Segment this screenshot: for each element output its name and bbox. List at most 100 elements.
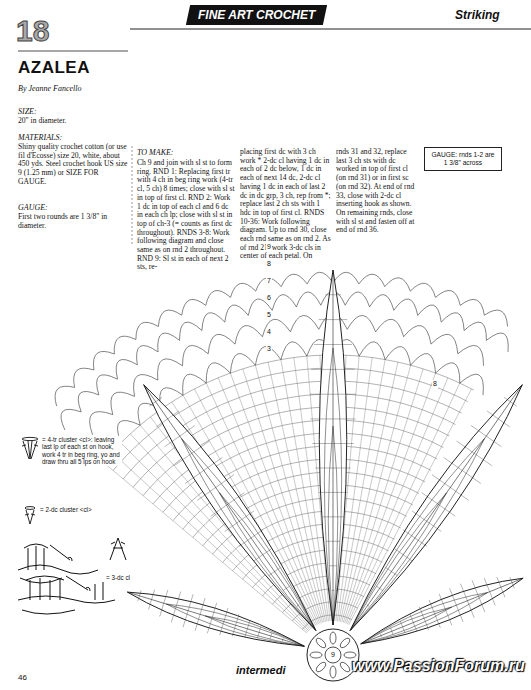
legend-text: = 4-tr cluster <cl>: leaving last lp of … bbox=[42, 436, 122, 466]
chain-loop bbox=[486, 333, 508, 352]
petal-spine bbox=[144, 385, 316, 631]
cluster-mark bbox=[310, 652, 322, 658]
petal-spine bbox=[333, 270, 334, 625]
chain-loop bbox=[345, 292, 369, 307]
round-number: 7 bbox=[266, 277, 272, 285]
chain-loop bbox=[111, 392, 135, 414]
cluster-symbol bbox=[22, 437, 38, 459]
chain-loop bbox=[307, 272, 333, 284]
chain-loop bbox=[460, 299, 484, 315]
chain-loop bbox=[90, 412, 113, 435]
round-number: 3 bbox=[266, 345, 272, 353]
chain-loop bbox=[206, 290, 231, 305]
chain-loop bbox=[385, 347, 411, 366]
chain-loop bbox=[116, 359, 137, 379]
petal bbox=[127, 592, 304, 646]
cluster-symbol bbox=[25, 507, 35, 524]
petal bbox=[361, 578, 523, 644]
chain-loop bbox=[225, 305, 249, 322]
round-number: 8 bbox=[432, 380, 438, 388]
node-text: GAUGE: rnds 1-2 are 1 3/8" across bbox=[431, 151, 494, 166]
petal-spine bbox=[361, 578, 523, 644]
cluster-mark bbox=[339, 637, 352, 650]
cluster-mark bbox=[315, 661, 328, 674]
chain-loop bbox=[333, 272, 359, 284]
section-number: 18 bbox=[16, 15, 49, 47]
section-tag: Striking bbox=[455, 9, 500, 23]
chain-ring bbox=[325, 647, 341, 663]
chain-loop bbox=[136, 322, 159, 339]
heading: GAUGE: bbox=[18, 203, 48, 212]
watermark: www.PassionForum.ru bbox=[352, 657, 525, 675]
chain-loop bbox=[359, 342, 385, 360]
round-number: 9 bbox=[266, 243, 272, 251]
center-ring bbox=[307, 629, 359, 681]
petal bbox=[319, 270, 347, 625]
chain-loop bbox=[272, 295, 296, 311]
chain-loop bbox=[262, 319, 290, 336]
chain-loop bbox=[418, 305, 442, 322]
title-rule bbox=[18, 51, 128, 52]
chain-loop bbox=[376, 319, 404, 336]
chain-loop bbox=[137, 346, 158, 365]
header-band: FINE ART CROCHET bbox=[186, 5, 328, 25]
chain-loop bbox=[78, 391, 99, 411]
chain-loop bbox=[290, 315, 318, 331]
heading: TO MAKE: bbox=[137, 148, 174, 157]
round-number: 9 bbox=[330, 651, 336, 659]
chain-loop bbox=[183, 345, 209, 365]
chain-loop bbox=[431, 334, 458, 353]
chain-loop bbox=[464, 322, 486, 340]
chain-loop bbox=[55, 386, 75, 406]
cluster-mark bbox=[330, 632, 336, 644]
body-text: First two rounds are 1 3/8" in diameter. bbox=[18, 213, 128, 230]
chain-loop bbox=[411, 354, 436, 374]
chain-loop bbox=[74, 368, 94, 387]
chain-loop bbox=[484, 310, 507, 326]
petal bbox=[144, 385, 316, 631]
chain-loop bbox=[410, 283, 435, 297]
chain-loop bbox=[394, 299, 418, 315]
round-number: 4 bbox=[266, 328, 272, 336]
chain-loop bbox=[158, 333, 180, 352]
chain-loop bbox=[202, 313, 225, 331]
chain-loop bbox=[182, 299, 206, 315]
body-text: rnds 31 and 32, replace last 3 ch sts wi… bbox=[336, 148, 418, 235]
chain-loop bbox=[281, 342, 307, 360]
body-text: Ch 9 and join with sl st to form ring. R… bbox=[137, 159, 235, 272]
chain-loop bbox=[208, 334, 235, 353]
cluster-mark bbox=[315, 637, 328, 650]
chain-loop bbox=[230, 354, 255, 374]
chain-loop bbox=[97, 375, 118, 395]
legend-text: = 2-dc cluster <cl> bbox=[40, 506, 96, 513]
chain-loop bbox=[458, 345, 484, 365]
chain-loop bbox=[441, 313, 464, 331]
round-number: 6 bbox=[266, 294, 272, 302]
chain-loop bbox=[235, 326, 262, 345]
chain-loop bbox=[296, 292, 320, 307]
chain-loop bbox=[347, 315, 375, 331]
heading: SIZE: bbox=[18, 107, 37, 116]
cluster-mark bbox=[339, 661, 352, 674]
chain-loop bbox=[93, 351, 114, 370]
chain-loop bbox=[183, 374, 207, 395]
heading: MATERIALS: bbox=[18, 133, 62, 142]
chain-loop bbox=[158, 359, 183, 380]
cluster-mark bbox=[330, 666, 336, 678]
chain-loop bbox=[206, 363, 230, 383]
gauge-box: GAUGE: rnds 1-2 are 1 3/8" across bbox=[424, 147, 502, 171]
chain-loop bbox=[370, 295, 394, 311]
column-rule bbox=[132, 146, 133, 245]
round-number: 8 bbox=[266, 260, 272, 268]
chain-loop bbox=[61, 409, 81, 430]
chain-loop bbox=[134, 374, 158, 396]
round-number: 5 bbox=[266, 311, 272, 319]
legend-text: = 3-dc cl bbox=[106, 574, 146, 581]
body-text: placing first dc with 3 ch work * 2-dc c… bbox=[240, 148, 332, 261]
chain-loop bbox=[180, 322, 202, 340]
chain-loop bbox=[460, 374, 484, 395]
pattern-title: AZALEA bbox=[18, 58, 90, 78]
level-tag: intermedi bbox=[236, 664, 286, 677]
node-text: FINE ART CROCHET bbox=[198, 8, 315, 22]
chain-loop bbox=[385, 278, 411, 291]
